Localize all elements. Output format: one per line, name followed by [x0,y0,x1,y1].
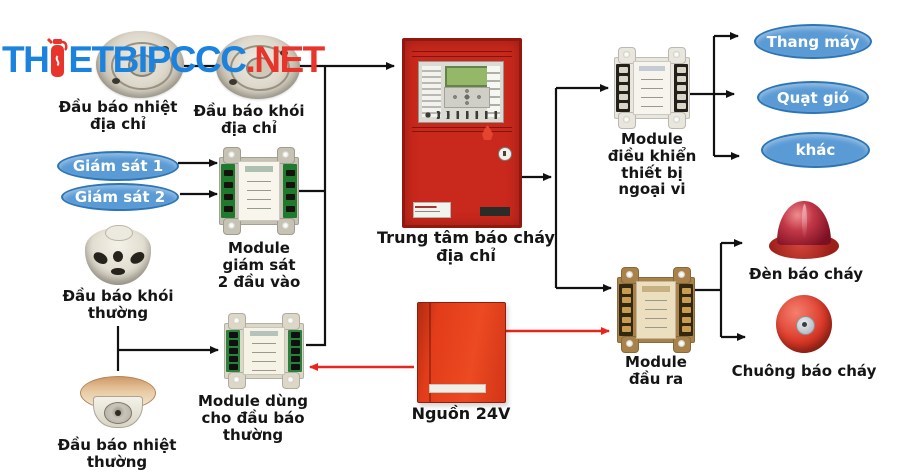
detector-vent [279,50,288,57]
module-body [243,327,285,375]
label-peripheral-control-module: Module điều khiển thiết bị ngoại vi [607,130,697,199]
module-bracket [277,147,295,164]
panel-seam [411,56,513,57]
module-bracket [228,372,246,389]
module-bracket [673,267,691,284]
panel-fire-sticker [482,125,493,140]
label-output-module: Module đầu ra [625,353,687,388]
module-bracket [673,336,691,353]
label-power-supply: Nguồn 24V [411,404,511,423]
peripheral-control-module-image [614,47,690,129]
fire-extinguisher-icon [47,37,68,77]
detector-vent [91,250,110,267]
oval-label: Thang máy [766,32,860,51]
module-bracket [618,47,636,64]
panel-brand-sticker [480,207,510,216]
panel-indicator-column [422,66,441,117]
module-body [238,161,280,221]
module-body [633,61,671,115]
output-oval-thang-may: Thang máy [754,24,872,59]
oval-label: Giám sát 1 [72,157,164,175]
terminal-strip [619,284,633,336]
monitor-module-image [219,147,299,235]
fire-alarm-bell-image [776,295,832,353]
strobe-dome [776,201,832,245]
fire-alarm-control-panel-image [402,38,522,228]
module-bracket [621,336,639,353]
terminal-strip [226,330,240,372]
detector-vent [112,250,124,263]
terminal-strip [288,330,302,372]
terminal-strip [679,284,693,336]
logo-text-part1: TH [2,39,50,80]
panel-button-column [487,66,500,117]
module-bracket [621,267,639,284]
detector-vent [111,267,125,275]
label-addr-heat-detector: Đầu báo nhiệt địa chỉ [58,98,178,133]
terminal-strip [221,164,235,218]
oval-label: Quạt gió [776,88,850,107]
module-bracket [618,112,636,129]
detector-vent [161,45,170,52]
module-bracket [282,372,300,389]
module-bracket [668,112,686,129]
wire-loop-branch-down [306,66,327,347]
label-monitor-module: Module giám sát 2 đầu vào [217,239,301,291]
oval-label: Giám sát 2 [74,188,166,206]
terminal-strip [616,64,630,112]
detector-vent [111,77,120,84]
panel-face [418,61,504,123]
fire-strobe-light-image [769,201,839,259]
addressable-heat-detector-image [96,31,184,98]
panel-lock [498,147,512,161]
module-bracket [282,313,300,330]
panel-seam [411,51,513,52]
panel-keypad [444,87,490,108]
addressable-smoke-detector-image [216,35,300,99]
output-module-image [617,267,695,353]
label-conventional-module: Module dùng cho đầu báo thường [197,392,309,444]
module-body [636,281,676,339]
label-conv-smoke-detector: Đầu báo khói thường [62,287,174,322]
label-bell: Chuông báo cháy [731,362,877,380]
module-bracket [277,218,295,235]
label-conv-heat-detector: Đầu báo nhiệt thường [57,436,177,471]
panel-label-sticker [413,202,451,218]
label-strobe: Đèn báo cháy [748,265,864,283]
logo-text-part2: ETBIPCCC [68,39,247,80]
panel-seam [411,127,513,128]
module-bracket [668,47,686,64]
output-oval-khac: khác [761,132,870,168]
detector-vent [128,250,147,267]
conventional-module-image [224,313,304,389]
site-logo: TH ETBIPCCC .NET [2,36,325,80]
module-bracket [223,147,241,164]
label-addr-smoke-detector: Đầu báo khói địa chỉ [193,102,305,137]
module-bracket [223,218,241,235]
output-oval-quat-gio: Quạt gió [757,81,869,114]
label-control-panel: Trung tâm báo cháy địa chỉ [377,228,555,265]
detector-vent [229,78,238,85]
detector-mechanism [103,402,133,424]
oval-label: khác [795,141,836,159]
conventional-heat-detector-image [80,372,156,434]
panel-seam [411,131,513,132]
terminal-strip [283,164,297,218]
panel-lcd-display [445,66,491,87]
input-oval-giam-sat-1: Giám sát 1 [57,151,179,181]
logo-text-part3: .NET [245,39,325,80]
input-oval-giam-sat-2: Giám sát 2 [61,183,179,211]
terminal-strip [674,64,688,112]
module-bracket [228,313,246,330]
panel-button-row [423,111,499,119]
conventional-smoke-detector-image [85,224,151,285]
power-supply-image [417,302,506,403]
